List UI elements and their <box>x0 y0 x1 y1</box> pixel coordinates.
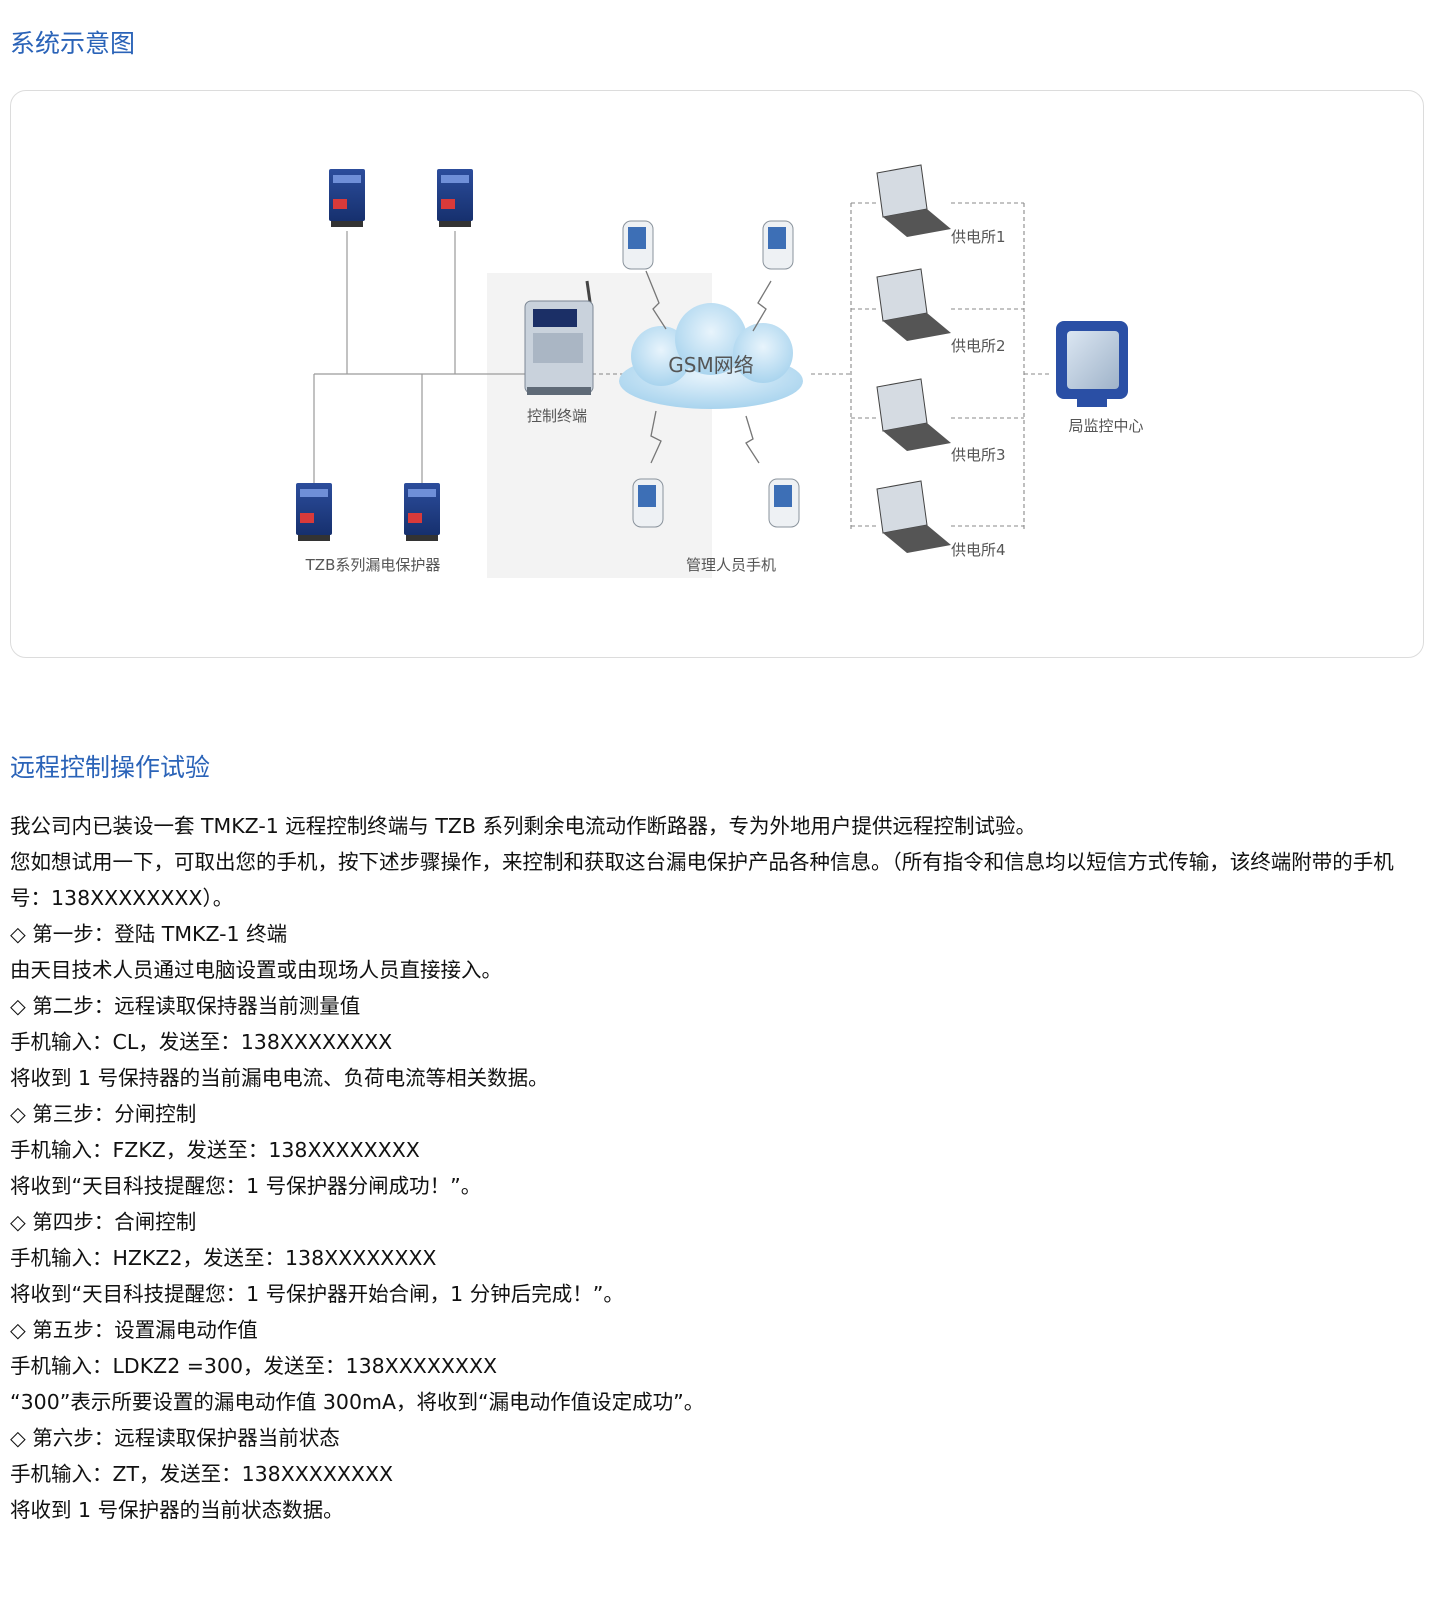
step-2-result: 将收到 1 号保持器的当前漏电电流、负荷电流等相关数据。 <box>10 1066 549 1090</box>
intro-paragraph: 我公司内已装设一套 TMKZ-1 远程控制终端与 TZB 系列剩余电流动作断路器… <box>10 814 1036 838</box>
step-4-result: 将收到“天目科技提醒您：1 号保护器开始合闸，1 分钟后完成！”。 <box>10 1282 624 1306</box>
step-5-result: “300”表示所要设置的漏电动作值 300mA，将收到“漏电动作值设定成功”。 <box>10 1390 705 1414</box>
control-terminal-device <box>524 280 594 395</box>
remote-test-section-title: 远程控制操作试验 <box>10 753 211 782</box>
step-5-heading: ◇ 第五步：设置漏电动作值 <box>10 1318 258 1342</box>
step-6-input: 手机输入：ZT，发送至：138XXXXXXXX <box>10 1462 394 1486</box>
laptop-station-4 <box>876 480 951 553</box>
laptop-station-3 <box>876 378 951 451</box>
terminal-background <box>487 273 712 578</box>
station-2-label: 供电所2 <box>951 337 1006 355</box>
step-4-heading: ◇ 第四步：合闸控制 <box>10 1210 197 1234</box>
diagram-section-title: 系统示意图 <box>10 29 136 58</box>
breaker-device-3 <box>296 483 332 541</box>
step-3-heading: ◇ 第三步：分闸控制 <box>10 1102 197 1126</box>
usage-paragraph: 您如想试用一下，可取出您的手机，按下述步骤操作，来控制和获取这台漏电保护产品各种… <box>10 850 1394 910</box>
breaker-device-2 <box>437 169 473 227</box>
system-diagram: GSM网络 控制终端 TZB系列漏电保护器 管理人员手机 供电所1 供电所2 供… <box>296 164 1144 578</box>
wireless-links <box>645 270 772 464</box>
instructions-content: 我公司内已装设一套 TMKZ-1 远程控制终端与 TZB 系列剩余电流动作断路器… <box>10 808 1422 1528</box>
system-diagram-panel: GSM网络 控制终端 TZB系列漏电保护器 管理人员手机 供电所1 供电所2 供… <box>10 90 1424 658</box>
step-6-result: 将收到 1 号保护器的当前状态数据。 <box>10 1498 344 1522</box>
station-wiring <box>811 202 1051 529</box>
phone-device-2 <box>762 220 794 270</box>
gsm-cloud <box>619 303 803 409</box>
step-3-input: 手机输入：FZKZ，发送至：138XXXXXXXX <box>10 1138 420 1162</box>
monitoring-center-monitor <box>1056 321 1128 407</box>
step-5-input: 手机输入：LDKZ2 =300，发送至：138XXXXXXXX <box>10 1354 498 1378</box>
phone-label: 管理人员手机 <box>686 556 776 574</box>
step-2-heading: ◇ 第二步：远程读取保持器当前测量值 <box>10 994 361 1018</box>
monitoring-center-label: 局监控中心 <box>1068 417 1143 435</box>
control-terminal-label: 控制终端 <box>527 407 587 425</box>
gsm-network-label: GSM网络 <box>668 353 753 377</box>
breaker-device-4 <box>404 483 440 541</box>
phone-device-3 <box>632 478 664 528</box>
step-2-input: 手机输入：CL，发送至：138XXXXXXXX <box>10 1030 393 1054</box>
phone-device-1 <box>622 220 654 270</box>
step-3-result: 将收到“天目科技提醒您：1 号保护器分闸成功！”。 <box>10 1174 482 1198</box>
step-1-text: 由天目技术人员通过电脑设置或由现场人员直接接入。 <box>10 958 502 982</box>
station-1-label: 供电所1 <box>951 228 1006 246</box>
station-3-label: 供电所3 <box>951 446 1006 464</box>
station-4-label: 供电所4 <box>951 541 1006 559</box>
protector-label: TZB系列漏电保护器 <box>305 556 441 574</box>
laptop-station-1 <box>876 164 951 237</box>
step-1-heading: ◇ 第一步：登陆 TMKZ-1 终端 <box>10 922 288 946</box>
phone-device-4 <box>768 478 800 528</box>
breaker-device-1 <box>329 169 365 227</box>
step-4-input: 手机输入：HZKZ2，发送至：138XXXXXXXX <box>10 1246 437 1270</box>
laptop-station-2 <box>876 268 951 341</box>
step-6-heading: ◇ 第六步：远程读取保护器当前状态 <box>10 1426 340 1450</box>
